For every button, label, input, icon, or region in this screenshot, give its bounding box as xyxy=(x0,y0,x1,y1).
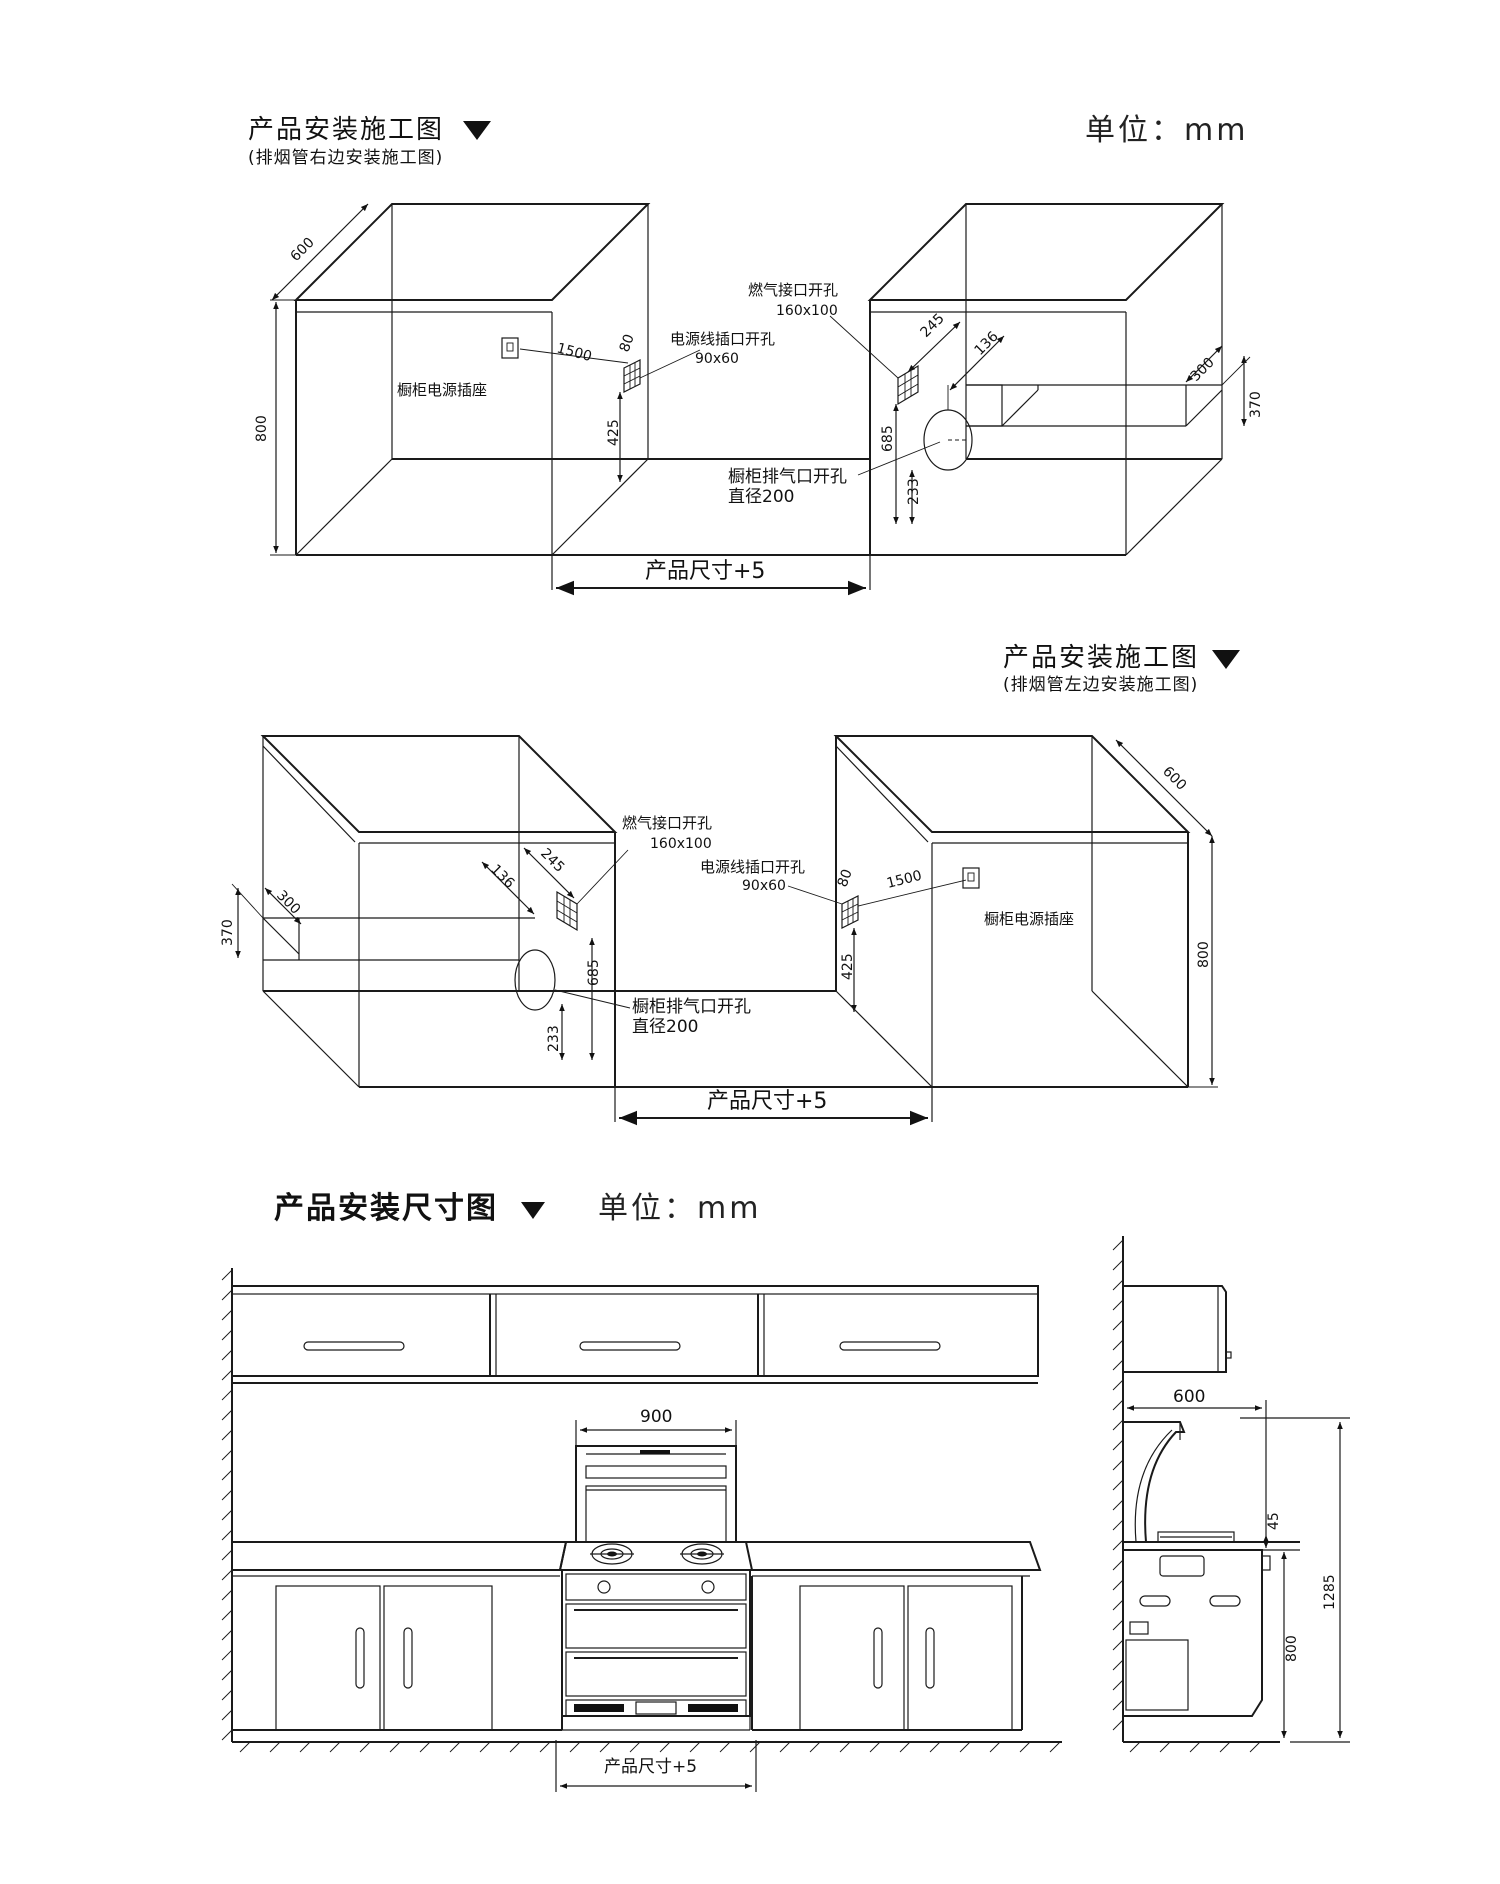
exhaust-hole-icon xyxy=(514,949,556,1011)
down-triangle-icon xyxy=(521,1202,545,1219)
shelf-height-2: 370 xyxy=(220,919,236,946)
exhaust-dist: 136 xyxy=(972,329,1002,359)
door-handle-icon xyxy=(925,1627,935,1689)
shelf-depth-2: 300 xyxy=(273,888,303,918)
gas-hole-icon xyxy=(556,890,578,932)
socket-label: 橱柜电源插座 xyxy=(397,381,487,399)
gas-dist-2: 245 xyxy=(537,846,567,876)
power-hole-dim-2: 90x60 xyxy=(742,878,786,894)
burner-icon xyxy=(590,1543,634,1565)
shelf-depth: 300 xyxy=(1188,355,1218,385)
socket-icon xyxy=(962,867,980,889)
upper-cabinets xyxy=(231,1285,1039,1384)
gas-height: 685 xyxy=(880,425,896,452)
exhaust-hole-label-2: 橱柜排气口开孔 xyxy=(632,997,751,1017)
exhaust-dia-label-2: 直径200 xyxy=(632,1017,698,1037)
door-handle-icon xyxy=(403,1627,413,1689)
side-dim-45: 45 xyxy=(1266,1512,1282,1530)
power-hole-icon xyxy=(623,359,641,393)
socket-dist-2: 1500 xyxy=(885,868,923,892)
section2-subtitle: (排烟管左边安装施工图) xyxy=(1003,675,1198,695)
side-burner-icon xyxy=(1157,1531,1235,1543)
lower-cabinets-left xyxy=(231,1576,563,1731)
gas-hole-label: 燃气接口开孔 xyxy=(748,281,838,299)
power-height-2: 425 xyxy=(840,953,856,980)
dim-900: 900 xyxy=(640,1407,672,1427)
power-hole-label-2: 电源线插口开孔 xyxy=(700,858,805,876)
integrated-stove xyxy=(558,1445,754,1731)
gas-hole-dim: 160x100 xyxy=(776,303,838,319)
knob-icon xyxy=(701,1580,715,1594)
socket-label-2: 橱柜电源插座 xyxy=(984,910,1074,928)
section3-unit: 单位：mm xyxy=(598,1191,761,1226)
gas-hole-dim-2: 160x100 xyxy=(650,836,712,852)
section1-title: 产品安装施工图 xyxy=(248,115,444,145)
gas-hole-label-2: 燃气接口开孔 xyxy=(622,814,712,832)
width-label: 产品尺寸+5 xyxy=(645,559,765,584)
gas-dist: 245 xyxy=(918,311,948,341)
gas-height-2: 685 xyxy=(586,959,602,986)
socket-dist: 1500 xyxy=(555,340,594,365)
right-cabinet xyxy=(867,203,1225,556)
unit-label: 单位：mm xyxy=(1085,113,1248,148)
shelf-height: 370 xyxy=(1248,391,1264,418)
cabinet-handle-icon xyxy=(303,1341,405,1351)
door-handle-icon xyxy=(355,1627,365,1689)
power-hole-icon xyxy=(841,895,859,929)
dim-depth: 600 xyxy=(288,235,318,265)
exhaust-dia-label: 直径200 xyxy=(728,487,794,507)
burner-icon xyxy=(680,1543,724,1565)
power-height: 425 xyxy=(606,419,622,446)
dim-depth-2: 600 xyxy=(1159,764,1189,794)
section3: 产品安装尺寸图 单位：mm 900 xyxy=(221,1191,1350,1792)
exhaust-hole-label: 橱柜排气口开孔 xyxy=(728,467,847,487)
power-hole-size-2: 80 xyxy=(835,867,856,889)
side-view: 600 45 800 xyxy=(1112,1236,1350,1753)
dim-height-2: 800 xyxy=(1196,941,1212,968)
dim-width-bottom: 产品尺寸+5 xyxy=(604,1757,697,1777)
down-triangle-icon xyxy=(1212,650,1240,669)
wall-left xyxy=(221,1268,1062,1753)
section3-title: 产品安装尺寸图 xyxy=(274,1191,498,1226)
side-dim-800: 800 xyxy=(1284,1635,1300,1662)
door-handle-icon xyxy=(873,1627,883,1689)
power-hole-size: 80 xyxy=(617,332,638,354)
exhaust-dist-2: 136 xyxy=(487,862,517,892)
knob-icon xyxy=(597,1580,611,1594)
dim-height: 800 xyxy=(254,415,270,442)
power-hole-dim: 90x60 xyxy=(695,351,739,367)
side-dim-1285: 1285 xyxy=(1322,1574,1338,1610)
section1: 产品安装施工图 (排烟管右边安装施工图) 单位：mm 600 xyxy=(248,113,1264,596)
width-label-2: 产品尺寸+5 xyxy=(707,1089,827,1114)
left-cabinet xyxy=(293,203,651,556)
exhaust-height-2: 233 xyxy=(546,1025,562,1052)
section2: 产品安装施工图 (排烟管左边安装施工图) 370 xyxy=(220,643,1240,1126)
section2-title: 产品安装施工图 xyxy=(1003,643,1199,673)
socket-icon xyxy=(501,337,519,359)
lower-cabinets-right xyxy=(751,1576,1023,1731)
section1-subtitle: (排烟管右边安装施工图) xyxy=(248,148,443,168)
cabinet-handle-icon xyxy=(579,1341,681,1351)
down-triangle-icon xyxy=(463,121,491,140)
power-hole-label: 电源线插口开孔 xyxy=(670,330,775,348)
cabinet-handle-icon xyxy=(839,1341,941,1351)
exhaust-height: 233 xyxy=(906,478,922,505)
side-dim-600: 600 xyxy=(1173,1387,1205,1407)
